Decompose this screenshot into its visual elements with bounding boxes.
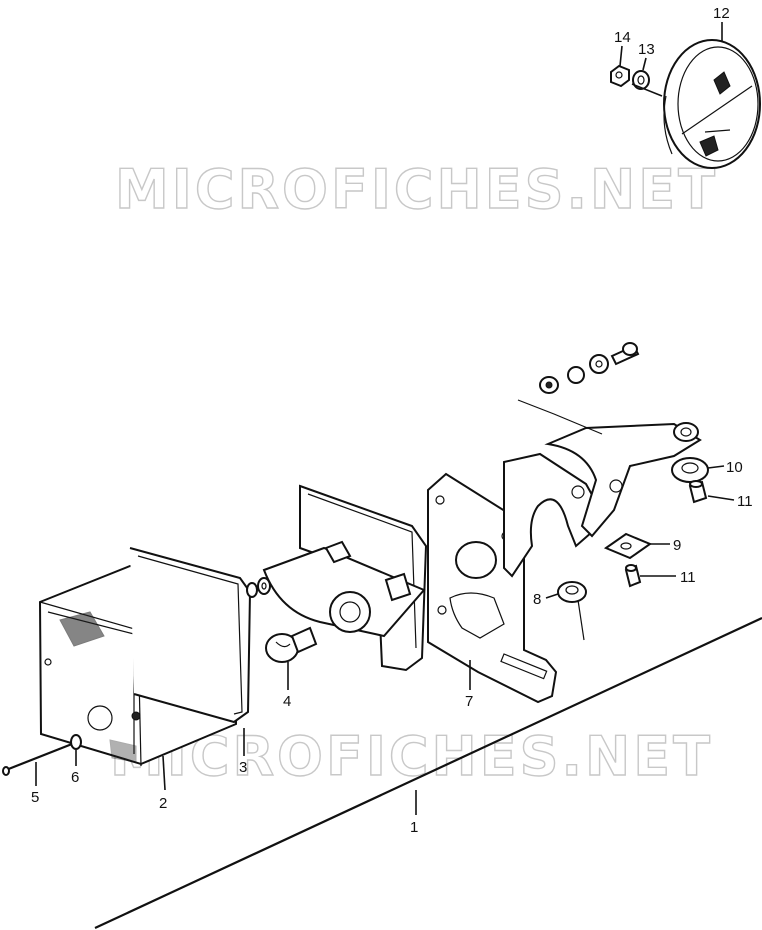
callout-8: 8 [533, 591, 541, 608]
callout-4: 4 [283, 693, 291, 710]
part-11-collar-upper [688, 480, 708, 504]
callout-2: 2 [159, 795, 167, 812]
callout-9: 9 [673, 537, 681, 554]
bracket [503, 422, 702, 578]
callout-10: 10 [726, 459, 743, 476]
part-4-bulb [265, 626, 318, 663]
part-9-clip-nut [603, 532, 653, 560]
callout-7: 7 [465, 693, 473, 710]
watermark-top: MICROFICHES.NET [115, 158, 718, 221]
callout-13: 13 [638, 41, 655, 58]
part-11-collar-lower [624, 564, 642, 588]
callout-11-upper: 11 [737, 493, 753, 510]
part-14-nut [610, 64, 630, 88]
part-6-washer [70, 734, 82, 750]
bracket-hardware [539, 342, 640, 394]
callout-11-lower: 11 [680, 569, 696, 586]
callout-12: 12 [713, 5, 730, 22]
part-8-cushion [557, 581, 587, 603]
part-12-reflector [663, 39, 761, 169]
axis-8 [577, 599, 585, 641]
leader-lines [35, 22, 735, 815]
callout-1: 1 [410, 819, 418, 836]
base-line [94, 617, 762, 929]
part-13-washer [632, 70, 650, 90]
part-3-gasket [129, 547, 252, 724]
part-3-washers [246, 577, 271, 598]
callout-5: 5 [31, 789, 39, 806]
lamp-housing [262, 484, 428, 672]
part-5-bolt [2, 742, 73, 776]
callout-6: 6 [71, 769, 79, 786]
callout-3: 3 [239, 759, 247, 776]
part-10-grommet [671, 457, 709, 483]
callout-14: 14 [614, 29, 631, 46]
hardware-axis [517, 399, 603, 435]
axis-line-12 [631, 83, 663, 97]
